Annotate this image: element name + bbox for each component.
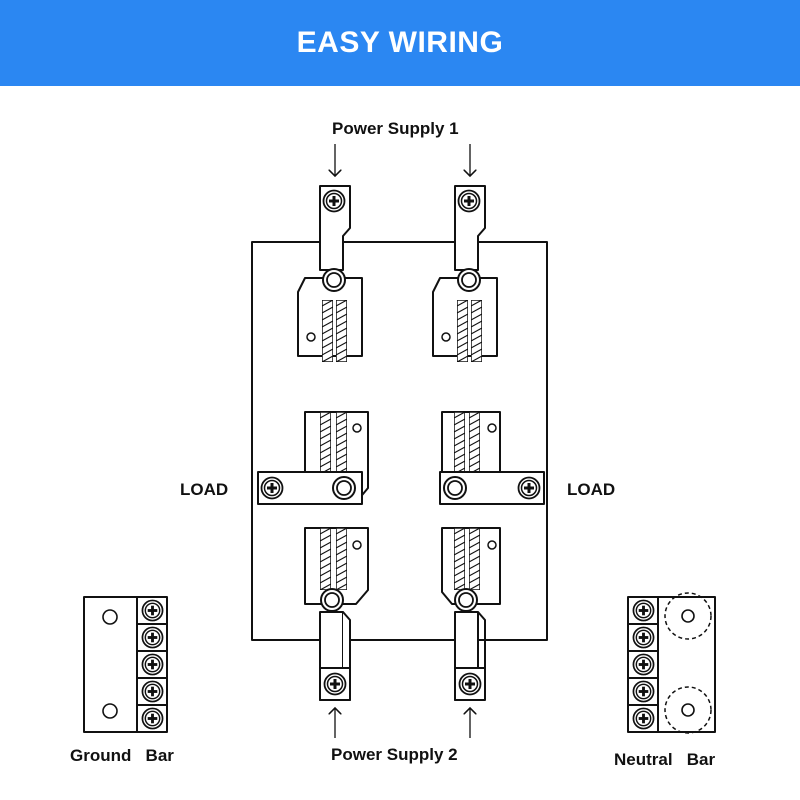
load-left-label: LOAD [180,480,229,499]
neutral-bar [627,592,716,734]
power-supply-2-label: Power Supply 2 [331,745,458,764]
neutral-bar-label: Neutral Bar [614,750,716,769]
bottom-left-jaw [304,527,369,701]
load-right-jaw [439,411,545,505]
load-right-label: LOAD [567,480,616,499]
breaker-panel [251,241,548,641]
top-right-jaw [432,185,498,362]
ground-bar-label: Ground Bar [70,746,174,765]
page-title: EASY WIRING [296,26,504,59]
top-left-jaw [297,185,363,362]
load-left-jaw [257,411,369,505]
ground-bar [83,596,168,733]
header-banner: EASY WIRING [0,0,800,86]
bottom-right-jaw [441,527,501,701]
power-supply-1-label: Power Supply 1 [332,119,459,138]
